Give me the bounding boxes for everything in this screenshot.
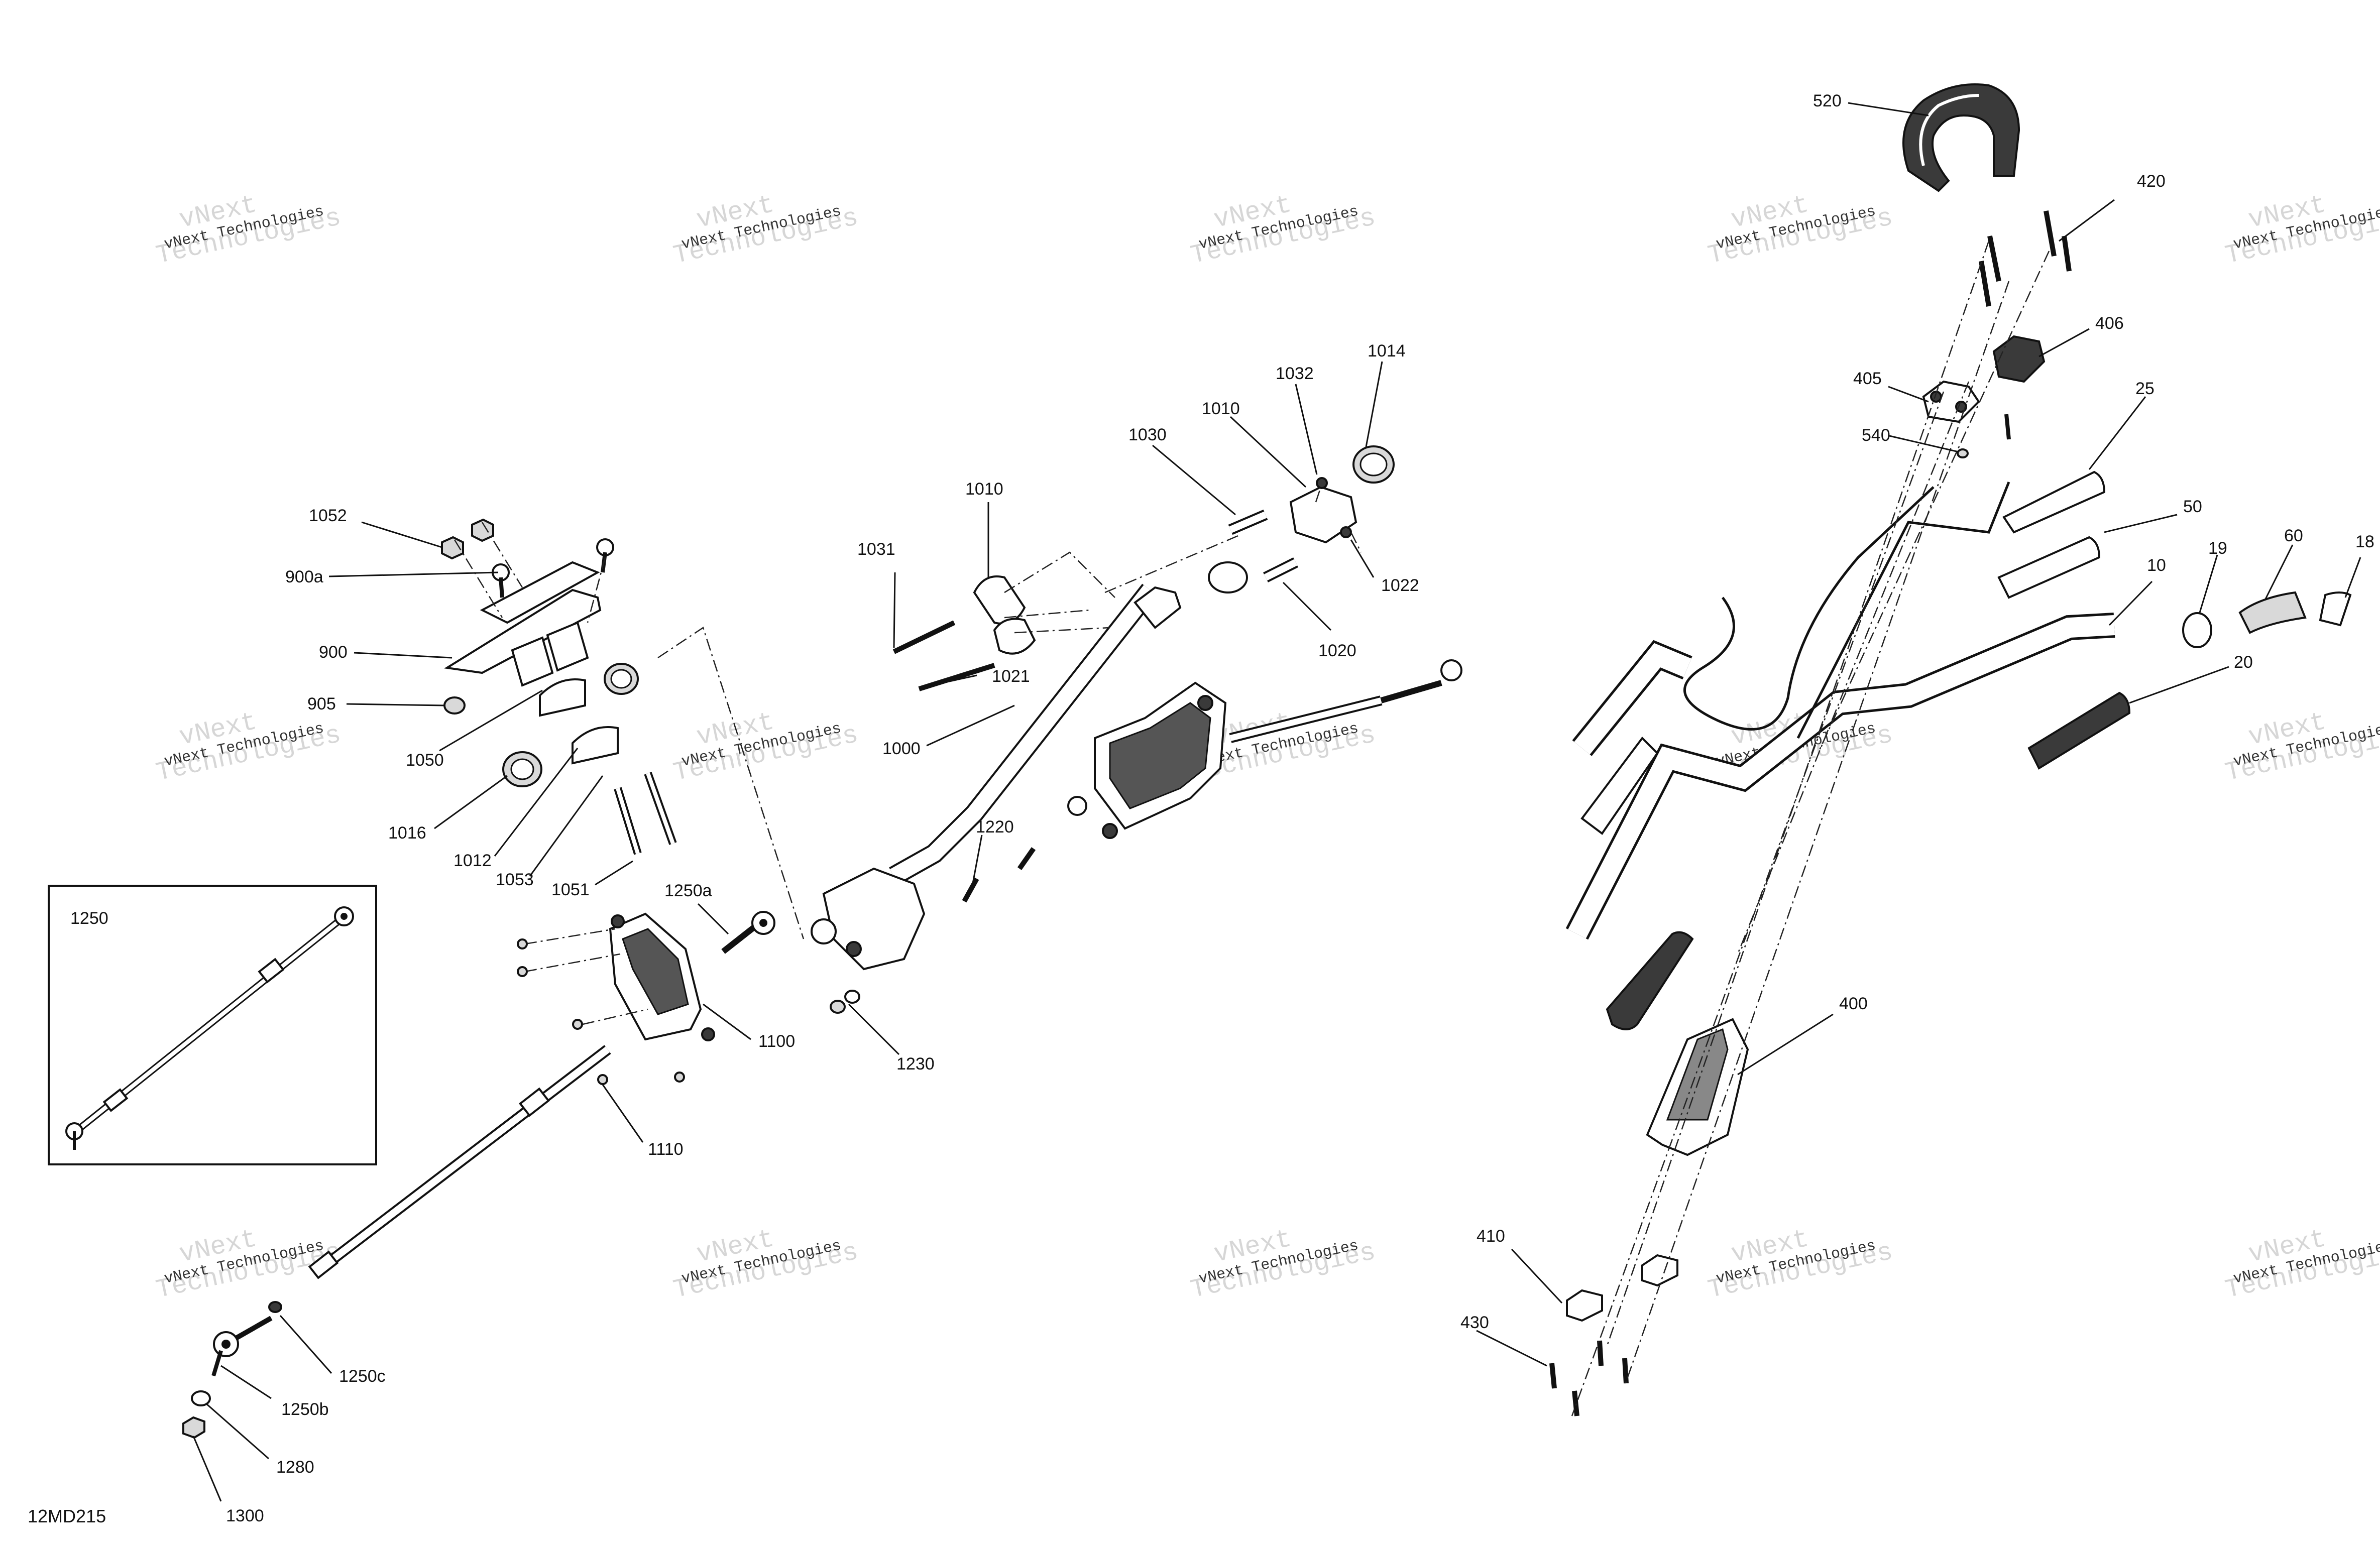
callout-1250b: 1250b — [281, 1400, 329, 1419]
callout-1014: 1014 — [1368, 341, 1406, 361]
callout-1016: 1016 — [388, 823, 426, 843]
callout-1012: 1012 — [454, 851, 492, 870]
inset-tie-rod-1250 — [48, 885, 377, 1165]
callout-406: 406 — [2095, 314, 2124, 333]
cover-1100 — [517, 912, 715, 1085]
leader-lines — [192, 102, 2361, 1502]
callout-900: 900 — [319, 643, 348, 662]
callout-19: 19 — [2208, 539, 2227, 558]
callout-520: 520 — [1813, 91, 1842, 110]
callout-1032: 1032 — [1276, 364, 1314, 383]
callout-540: 540 — [1862, 426, 1890, 445]
callout-1250c: 1250c — [339, 1367, 386, 1386]
callout-420: 420 — [2137, 172, 2166, 191]
callout-25: 25 — [2135, 379, 2155, 398]
callout-60: 60 — [2284, 526, 2303, 545]
callout-1052: 1052 — [309, 506, 347, 525]
callout-10: 10 — [2147, 556, 2166, 575]
callout-1100: 1100 — [758, 1032, 795, 1051]
callout-1220: 1220 — [976, 817, 1014, 837]
callout-1020: 1020 — [1318, 641, 1356, 660]
callout-1250a: 1250a — [664, 881, 712, 900]
callout-1000: 1000 — [882, 739, 921, 758]
callout-1031: 1031 — [857, 540, 895, 559]
callout-410: 410 — [1477, 1227, 1505, 1246]
callout-1010-left: 1010 — [965, 480, 1003, 499]
center-cover — [1067, 659, 1462, 839]
diagram-code: 12MD215 — [28, 1506, 106, 1526]
upper-clamp-group — [1104, 445, 1395, 594]
callout-430: 430 — [1460, 1313, 1489, 1332]
callout-1051: 1051 — [551, 880, 590, 899]
callout-1230: 1230 — [896, 1054, 935, 1074]
steering-support-parts — [441, 518, 805, 939]
callout-1022: 1022 — [1381, 576, 1419, 595]
callout-1110: 1110 — [648, 1140, 684, 1159]
callout-1053: 1053 — [496, 870, 534, 889]
callout-1300: 1300 — [226, 1506, 264, 1525]
callout-1050: 1050 — [406, 751, 444, 770]
tie-rod-1250 — [182, 911, 775, 1439]
callout-400: 400 — [1839, 994, 1868, 1013]
inset-label: 1250 — [70, 909, 108, 928]
callout-900a: 900a — [285, 567, 323, 586]
callout-1030: 1030 — [1128, 425, 1167, 444]
callout-labels: 1052 900a 900 905 1050 1016 1012 1053 10… — [28, 91, 2374, 1526]
callout-405: 405 — [1853, 369, 1882, 388]
callout-1280: 1280 — [276, 1458, 314, 1477]
callout-50: 50 — [2183, 497, 2202, 516]
callout-905: 905 — [307, 694, 336, 714]
steering-column-1000 — [811, 583, 1182, 1014]
callout-1010-right: 1010 — [1202, 399, 1240, 418]
handlebar-group — [1549, 83, 2352, 1416]
callout-18: 18 — [2355, 532, 2374, 551]
callout-1021: 1021 — [992, 667, 1030, 686]
callout-20: 20 — [2234, 653, 2253, 672]
